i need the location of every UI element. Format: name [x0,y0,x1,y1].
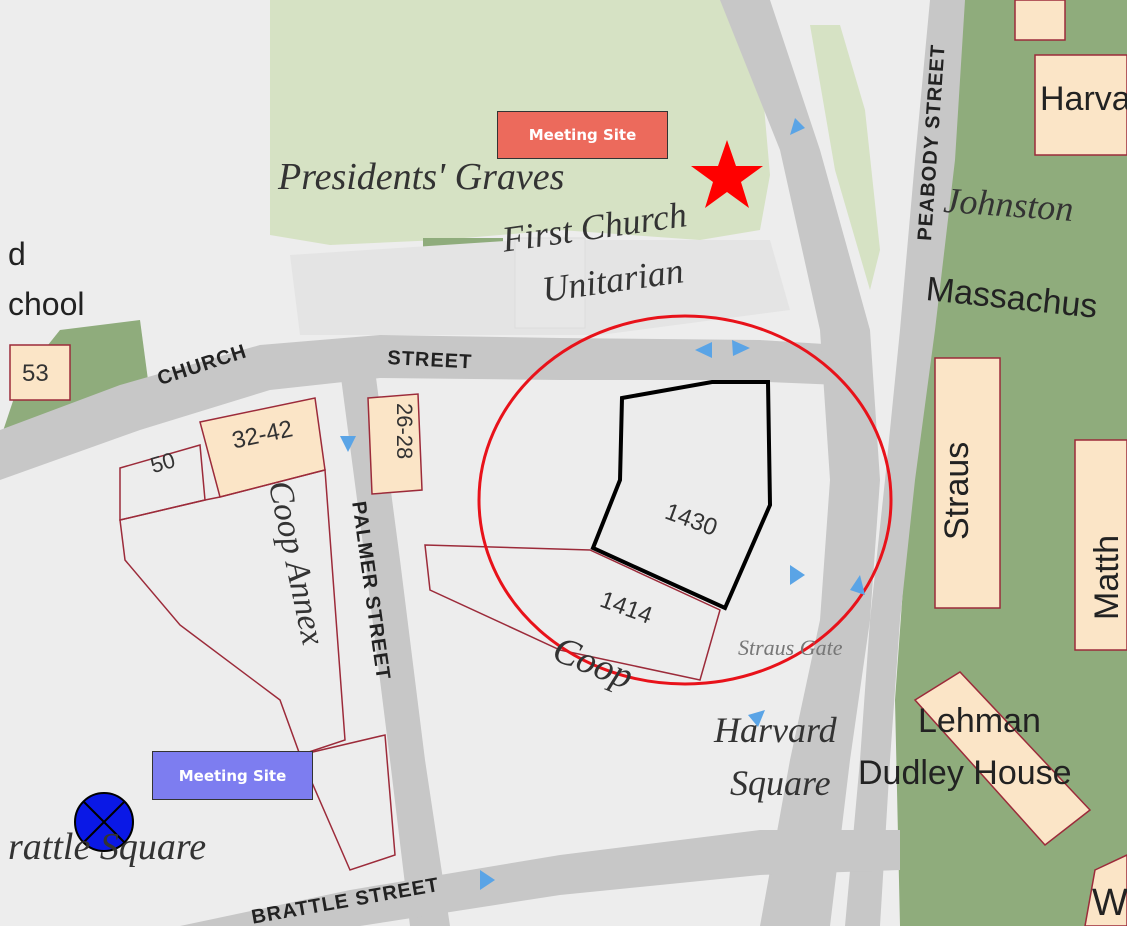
dudley-house-label: Dudley House [858,754,1072,792]
building-number-53: 53 [22,360,49,387]
traffic-island [810,25,880,290]
brattle-square-label: rattle Square [8,826,207,868]
palmer-street-road [340,370,450,926]
arrow-icon [790,565,805,585]
building-johnston-top [1014,0,1066,41]
peabody-street-road [845,0,965,926]
church-street-label-2: STREET [386,347,473,374]
building-straus [934,357,1001,609]
church-street-road [0,335,840,480]
arrow-icon [790,118,805,135]
building-number-26-28: 26-28 [392,403,417,460]
building-wadsworth [1084,854,1127,926]
arrow-icon [748,710,765,727]
harvard-square-label-2: Square [730,763,831,803]
arrow-icon [340,436,356,452]
arrow-icon [732,340,750,356]
star-icon [691,140,763,208]
arrow-icon [850,575,865,595]
mass-ave-road [720,0,880,926]
building-matthews [1074,439,1127,651]
matthews-label: Matth [1088,534,1126,620]
arrow-icon [695,342,712,358]
presidents-graves-label: Presidents' Graves [278,156,565,198]
meeting-site-label-red: Meeting Site [497,111,668,159]
lehman-label: Lehman [918,702,1041,740]
coop-annex-outline [119,469,346,756]
straus-gate-label: Straus Gate [738,635,843,660]
church-building [514,237,586,329]
building-1430-outline [590,380,773,611]
straus-label: Straus [938,441,976,540]
brattle-street-road [180,830,900,926]
partial-d-label: d [8,236,26,272]
building-26-28 [367,393,423,495]
harvard-building-label: Harva [1040,80,1127,118]
johnston-label: Johnston [942,180,1075,229]
wadsworth-label: W [1092,882,1127,924]
site-circle [477,314,893,686]
building-lehman [913,671,1092,847]
arrow-icon [480,870,495,890]
meeting-site-label-blue: Meeting Site [152,751,313,800]
harvard-square-label-1: Harvard [714,710,837,750]
coop-1414-outline [424,544,721,681]
crossed-circle-icon [74,792,134,852]
school-label: chool [8,286,85,322]
coop-lower-outline [298,734,396,871]
building-53 [9,344,71,401]
building-harvard [1034,54,1127,156]
